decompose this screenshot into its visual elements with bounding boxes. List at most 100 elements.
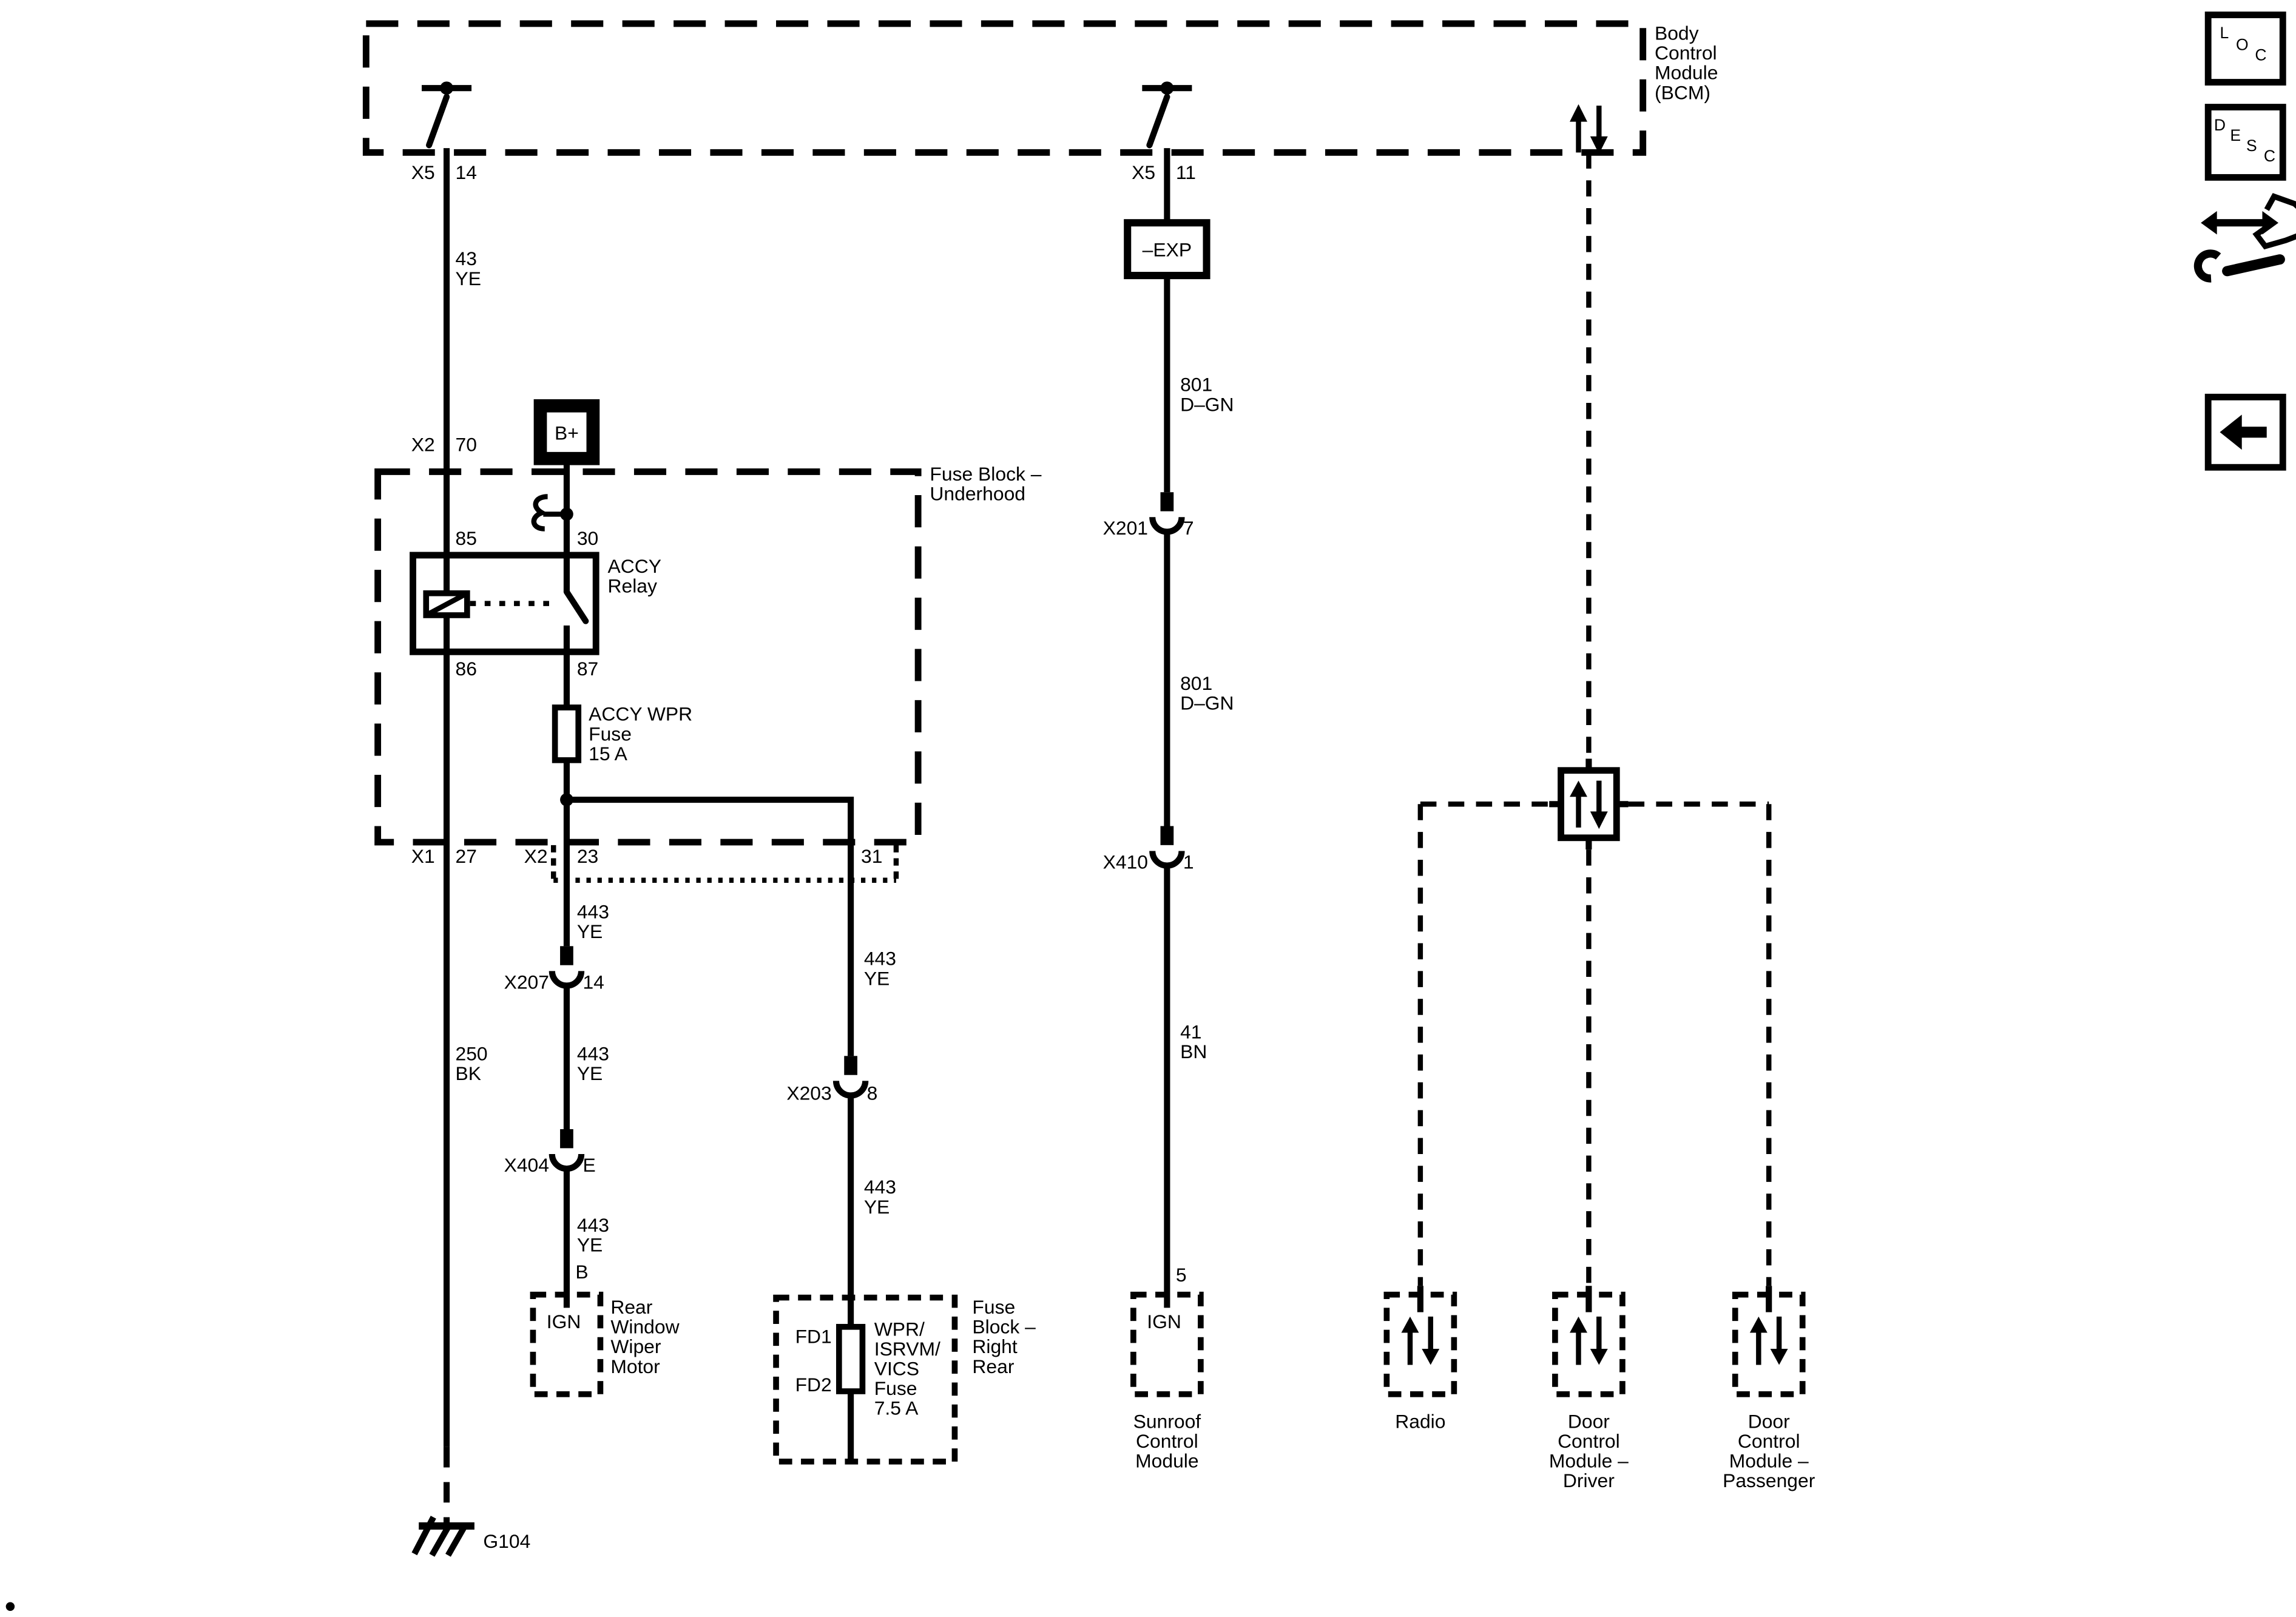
- label-line: ISRVM/: [874, 1338, 940, 1360]
- inline-connector-x207: [549, 946, 585, 989]
- wire-label: D–GN: [1180, 692, 1234, 714]
- bcm-switch-icon: [1142, 81, 1192, 149]
- bcm-label: Body Control Module (BCM): [1655, 22, 1718, 104]
- diagnostic-tool-icon[interactable]: [2193, 193, 2296, 283]
- wire-label: BN: [1180, 1041, 1207, 1062]
- label-line: Control: [1136, 1430, 1198, 1452]
- label-line: Door: [1568, 1410, 1610, 1432]
- fuse-label: ACCY WPR: [589, 703, 692, 725]
- radio-module: [1383, 1286, 1457, 1397]
- connector-name: X404: [504, 1154, 549, 1176]
- sunroof-module-box: [1130, 1291, 1204, 1397]
- wire-label: 801: [1180, 672, 1212, 694]
- wire-label: YE: [864, 1196, 890, 1218]
- page-artifact-dot: [5, 1602, 15, 1611]
- inline-connector-x410: [1149, 826, 1185, 869]
- terminal-label: IGN: [1147, 1311, 1181, 1332]
- fd-terminal: FD1: [795, 1325, 832, 1347]
- connector-clip-icon: [531, 494, 573, 532]
- wire-label: D–GN: [1180, 393, 1234, 415]
- connector-name: X2: [524, 845, 548, 867]
- desc-letter: D: [2214, 116, 2226, 134]
- radio-label: Radio: [1395, 1410, 1445, 1432]
- label-line: Motor: [610, 1355, 660, 1377]
- label-line: Sunroof: [1133, 1410, 1201, 1432]
- label-line: Control: [1558, 1430, 1620, 1452]
- b-plus-label: B+: [555, 422, 579, 444]
- relay-pin-label: 30: [577, 527, 598, 549]
- door-control-module-passenger-label: Door Control Module – Passenger: [1723, 1410, 1815, 1491]
- wire-label: 443: [577, 1214, 609, 1236]
- connector-pin: B: [575, 1261, 588, 1283]
- connector-name: X207: [504, 971, 549, 993]
- inline-connector-x201: [1149, 492, 1185, 535]
- serial-data-junction-box: [1549, 758, 1629, 850]
- bcm-switch-icon: [422, 81, 472, 149]
- wpr-isrvm-vics-fuse-label: WPR/ ISRVM/ VICS Fuse 7.5 A: [874, 1318, 940, 1419]
- desc-letter: S: [2246, 137, 2257, 155]
- label-line: Driver: [1563, 1470, 1615, 1491]
- connector-name: X410: [1103, 851, 1148, 873]
- label-line: Module –: [1549, 1450, 1629, 1471]
- loc-letter: O: [2236, 35, 2249, 53]
- connector-name: X201: [1103, 517, 1148, 539]
- wire-label: 801: [1180, 374, 1212, 396]
- ground-symbol-g104: [411, 1516, 474, 1557]
- wire-label: 443: [577, 900, 609, 922]
- label-line: Window: [610, 1316, 680, 1338]
- label-line: Rear: [972, 1355, 1014, 1377]
- connector-name: X5: [411, 161, 435, 183]
- sunroof-module-label: Sunroof Control Module: [1133, 1410, 1201, 1471]
- connector-pin: E: [582, 1154, 595, 1176]
- label-line: Control: [1738, 1430, 1800, 1452]
- label-line: Fuse: [874, 1377, 917, 1399]
- door-control-module-driver-label: Door Control Module – Driver: [1549, 1410, 1629, 1491]
- bcm-label-line: (BCM): [1655, 81, 1710, 103]
- loc-letter: C: [2255, 46, 2266, 64]
- wire-label: YE: [577, 920, 603, 942]
- terminal-label: IGN: [547, 1311, 581, 1332]
- connector-pin: 31: [861, 845, 882, 867]
- wire-label: 443: [577, 1043, 609, 1065]
- label-line: Module –: [1729, 1450, 1809, 1471]
- label-line: WPR/: [874, 1318, 925, 1340]
- wire-label: 41: [1180, 1021, 1201, 1042]
- label-line: Passenger: [1723, 1470, 1815, 1491]
- label-line: Fuse: [972, 1296, 1015, 1318]
- wire-label: YE: [577, 1062, 603, 1084]
- wire-label: YE: [864, 967, 890, 989]
- desc-letter: C: [2264, 147, 2275, 165]
- relay-pin-label: 87: [577, 658, 598, 680]
- inline-connector-x404: [549, 1129, 585, 1172]
- door-control-module-driver: [1552, 1286, 1626, 1397]
- relay-label: Relay: [608, 575, 657, 597]
- connector-pin: 14: [582, 971, 604, 993]
- connector-pin: 70: [456, 434, 477, 456]
- wire-branch-to-31: [566, 796, 854, 1056]
- wire-label: YE: [456, 268, 481, 289]
- fuse-block-underhood-label: Fuse Block –: [930, 463, 1041, 485]
- back-button[interactable]: [2204, 393, 2286, 471]
- bcm-label-line: Control: [1655, 42, 1717, 64]
- fuse-label: 15 A: [589, 743, 628, 765]
- fuse-block-right-rear-box: [773, 1294, 958, 1465]
- bcm-label-line: Module: [1655, 62, 1718, 84]
- label-line: Module: [1135, 1450, 1198, 1471]
- desc-button[interactable]: D E S C: [2204, 104, 2286, 181]
- exp-terminal: –EXP: [1124, 219, 1210, 280]
- wire-label: 443: [864, 1176, 896, 1198]
- label-line: 7.5 A: [874, 1397, 919, 1419]
- desc-letter: E: [2230, 126, 2241, 144]
- connector-pin: 7: [1183, 517, 1194, 539]
- connector-pin: 8: [867, 1082, 878, 1104]
- loc-button[interactable]: L O C: [2204, 12, 2286, 86]
- fuse-label: Fuse: [589, 723, 632, 744]
- fuse-block-underhood-box: [374, 468, 922, 846]
- inline-connector-x203: [832, 1056, 869, 1099]
- connector-pin: 27: [456, 845, 477, 867]
- label-line: Wiper: [610, 1335, 661, 1357]
- loc-letter: L: [2220, 24, 2229, 42]
- wire-label: 43: [456, 248, 477, 269]
- fd-terminal: FD2: [795, 1374, 832, 1396]
